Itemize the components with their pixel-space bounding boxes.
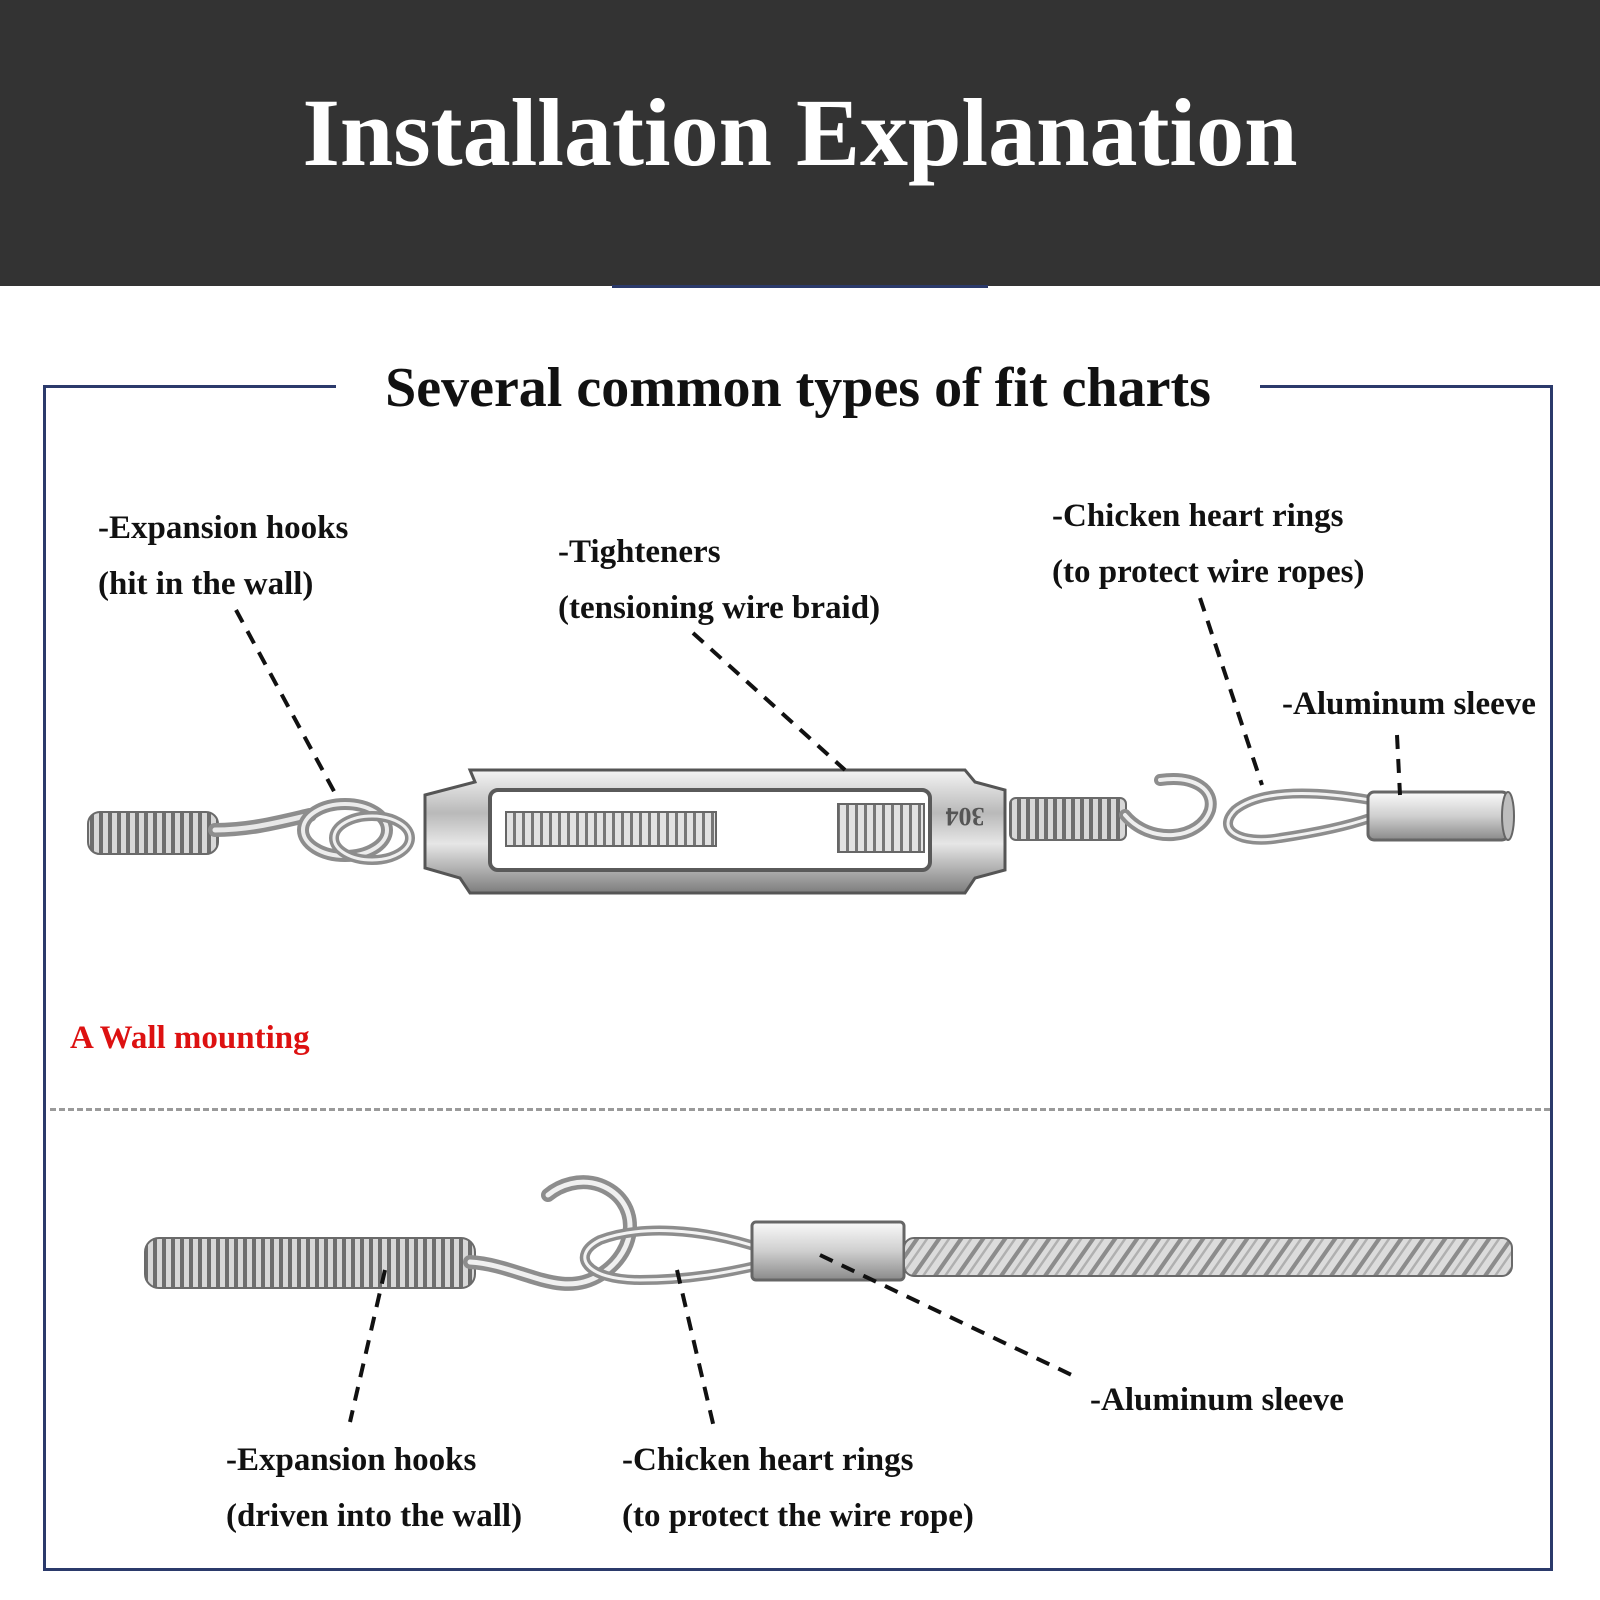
turnbuckle-icon: 304 [423, 768, 1007, 895]
diagram-a-hardware: 304 [87, 768, 1515, 895]
diagram-b-hardware [144, 1175, 1513, 1291]
label-b-expansion-hooks: -Expansion hooks (driven into the wall) [226, 1442, 523, 1534]
wire-rope-icon [903, 1237, 1513, 1277]
diagram-a-leaders [234, 597, 1402, 796]
expansion-bolt-a-icon [87, 811, 219, 855]
section-divider [50, 1108, 1550, 1111]
turnbuckle-stamp: 304 [946, 802, 985, 831]
header-accent-line [612, 285, 988, 288]
label-a-expansion-hooks: -Expansion hooks (hit in the wall) [98, 510, 349, 602]
frame-top-right-line [1260, 385, 1553, 388]
section-title: Several common types of fit charts [385, 357, 1211, 419]
page-title: Installation Explanation [302, 79, 1298, 186]
label-a-chicken-heart-rings: -Chicken heart rings (to protect wire ro… [1052, 498, 1365, 590]
label-a-aluminum-sleeve: -Aluminum sleeve [1282, 686, 1536, 722]
aluminum-sleeve-b-icon [750, 1220, 906, 1282]
caption-wall-mounting: A Wall mounting [70, 1020, 310, 1056]
aluminum-sleeve-a-icon [1366, 790, 1510, 842]
label-b-aluminum-sleeve: -Aluminum sleeve [1090, 1382, 1344, 1418]
threaded-rod-a-icon [1009, 797, 1127, 841]
diagram-b-leaders [348, 1253, 1079, 1433]
header-banner: Installation Explanation [0, 0, 1600, 286]
expansion-bolt-b-icon [144, 1237, 476, 1289]
label-b-chicken-heart-rings: -Chicken heart rings (to protect the wir… [622, 1442, 974, 1534]
frame-top-left-line [43, 385, 336, 388]
diagram-frame [43, 385, 1553, 1571]
label-a-tighteners: -Tighteners (tensioning wire braid) [558, 534, 881, 626]
